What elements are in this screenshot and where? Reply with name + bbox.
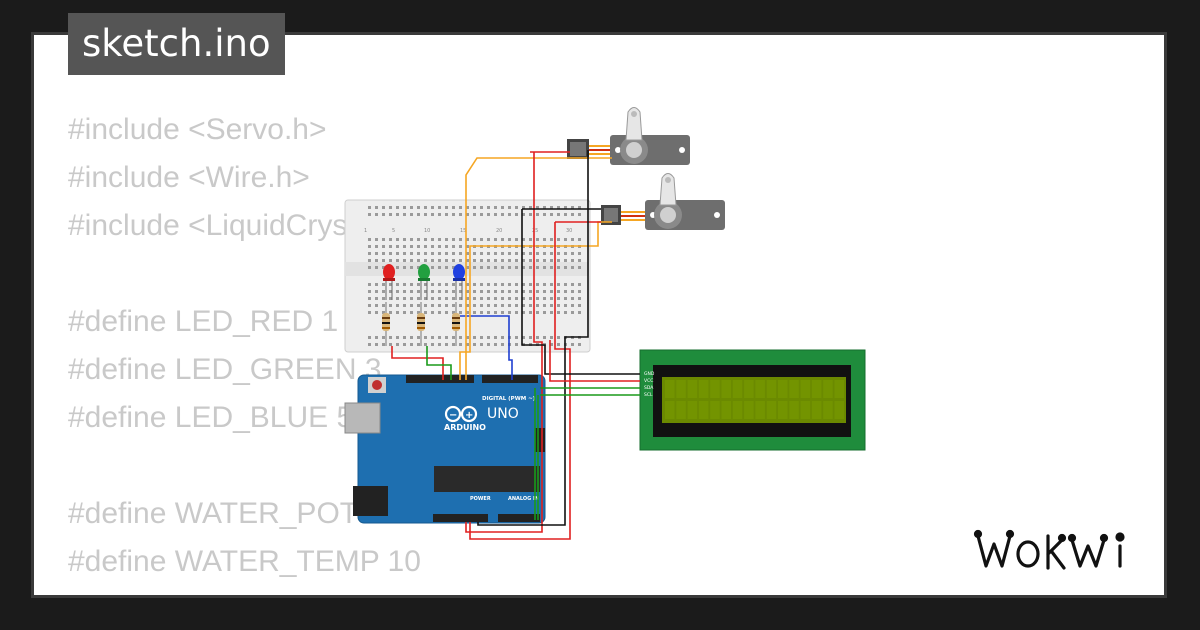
resistor[interactable]	[382, 302, 390, 346]
digital-pins-label: DIGITAL (PWM ~)	[482, 396, 536, 402]
code-line: #define LED_BLUE 5	[68, 401, 354, 434]
preview-card: #include <Servo.h>#include <Wire.h>#incl…	[34, 35, 1164, 595]
file-tab[interactable]: sketch.ino	[68, 13, 285, 75]
breadboard-col-label: 10	[424, 228, 430, 234]
wokwi-logo	[973, 529, 1125, 570]
power-pins-label: POWER	[470, 496, 491, 502]
resistor[interactable]	[452, 302, 460, 346]
code-editor: #include <Servo.h>#include <Wire.h>#incl…	[68, 106, 528, 595]
led-blue[interactable]	[453, 264, 465, 300]
breadboard-col-label: 20	[496, 228, 502, 234]
code-line: #define WATER_TEMP 10	[68, 545, 421, 578]
board-brand-label: ARDUINO	[444, 423, 486, 432]
code-line: #define LED_GREEN 3	[68, 353, 382, 386]
servo-motor[interactable]	[601, 173, 725, 231]
breadboard: 1 5 10 15 20 25 30	[344, 199, 591, 353]
breadboard-col-label: 15	[460, 228, 466, 234]
code-line: #define LED_RED 1	[68, 305, 339, 338]
svg-text:+: +	[465, 410, 473, 421]
breadboard-col-label: 30	[566, 228, 572, 234]
resistor[interactable]	[417, 302, 425, 346]
arduino-uno-board[interactable]: − + UNO ARDUINO DIGITAL (PWM ~) POWER AN…	[344, 374, 546, 524]
code-line: #include <Servo.h>	[68, 113, 327, 146]
led-green[interactable]	[418, 264, 430, 300]
lcd-pin-label: SDA	[644, 385, 654, 391]
analog-pins-label: ANALOG IN	[508, 496, 539, 502]
wires	[391, 150, 640, 540]
code-line: LiquidCrystal_I2C lcd(0x27, 16, 2);	[68, 586, 528, 595]
servo-motor[interactable]	[567, 107, 690, 166]
board-model-label: UNO	[487, 406, 519, 422]
led-red[interactable]	[383, 264, 395, 300]
code-line: #include <Wire.h>	[68, 161, 310, 194]
lcd-pin-label: GND	[644, 371, 655, 377]
breadboard-col-label: 25	[532, 228, 538, 234]
lcd-pin-label: SCL	[644, 392, 653, 398]
breadboard-col-label: 1	[364, 228, 367, 234]
lcd-display[interactable]: GND VCC SDA SCL	[639, 349, 866, 451]
svg-text:−: −	[449, 410, 457, 421]
breadboard-col-label: 5	[392, 228, 395, 234]
lcd-pin-label: VCC	[644, 378, 653, 384]
